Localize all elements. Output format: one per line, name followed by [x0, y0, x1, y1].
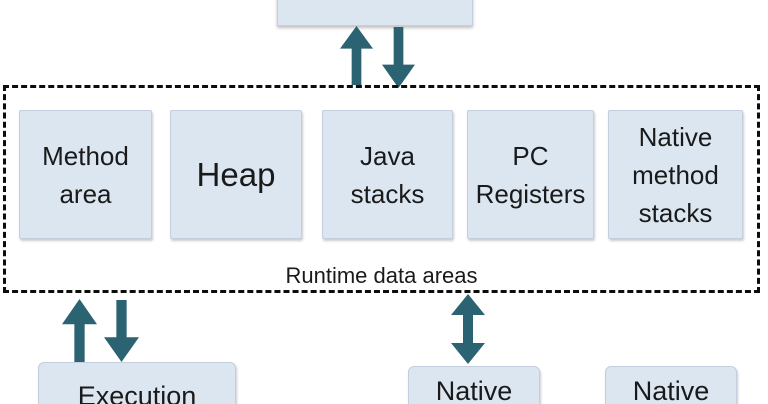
- method-area-box: Method area: [19, 110, 152, 239]
- native-box-2: Native: [605, 366, 737, 404]
- runtime-data-areas-label: Runtime data areas: [285, 263, 478, 288]
- arrow-up-icon: [62, 299, 97, 362]
- arrow-bidirectional-icon: [451, 294, 485, 364]
- arrow-down-icon: [382, 27, 415, 88]
- runtime-data-areas-frame: [3, 85, 760, 293]
- arrow-down-icon: [104, 300, 139, 362]
- top-partial-box: [277, 0, 473, 26]
- pc-registers-box: PC Registers: [467, 110, 594, 239]
- native-box-1: Native: [408, 366, 540, 404]
- heap-box: Heap: [170, 110, 302, 239]
- java-stacks-box: Java stacks: [322, 110, 453, 239]
- native-method-stacks-box: Native method stacks: [608, 110, 743, 239]
- execution-box: Execution: [38, 362, 236, 404]
- arrow-up-icon: [340, 26, 373, 85]
